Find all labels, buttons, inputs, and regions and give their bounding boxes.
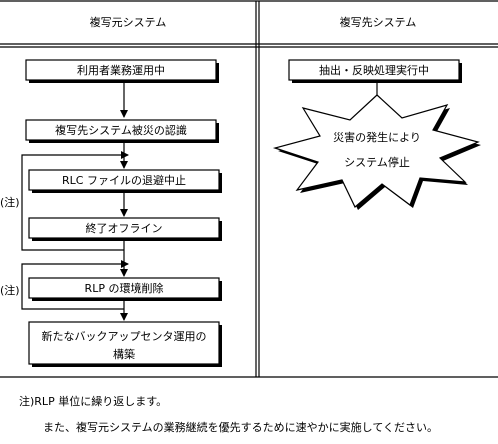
right-column-header: 複写先システム	[340, 15, 417, 29]
step-extract-reflect-label: 抽出・反映処理実行中	[319, 63, 429, 77]
step-recognize-disaster-label: 複写先システム被災の認識	[55, 123, 187, 137]
left-column-header: 複写元システム	[90, 15, 167, 29]
loop-bracket-1	[21, 151, 129, 251]
step-end-offline: 終了オフライン	[28, 217, 222, 241]
footnote-line-1: 注)RLP 単位に繰り返します。	[19, 395, 168, 408]
step-build-backup-center-label-2: 構築	[113, 347, 135, 361]
step-stop-rlc-save: RLC ファイルの退避中止	[28, 169, 222, 193]
step-extract-reflect: 抽出・反映処理実行中	[288, 59, 462, 83]
step-end-offline-label: 終了オフライン	[86, 221, 163, 235]
step-business-operation-label: 利用者業務運用中	[77, 63, 165, 77]
loop-bracket-2	[21, 260, 129, 310]
step-build-backup-center-label-1: 新たなバックアップセンタ運用の	[42, 329, 207, 343]
step-delete-rlp-env: RLP の環境削除	[28, 277, 222, 301]
disaster-label-2: システム停止	[344, 155, 410, 169]
footnote-line-2: また、複写元システムの業務継続を優先するために速やかに実施してください。	[43, 421, 439, 434]
step-build-backup-center: 新たなバックアップセンタ運用の 構築	[28, 321, 222, 367]
disaster-explosion: 災害の発生により システム停止	[272, 94, 481, 210]
step-delete-rlp-env-label: RLP の環境削除	[85, 281, 164, 295]
column-frame	[0, 0, 498, 378]
step-business-operation: 利用者業務運用中	[25, 59, 219, 83]
loop-note-mark-2: (注)	[0, 283, 20, 297]
step-recognize-disaster: 複写先システム被災の認識	[25, 119, 219, 143]
step-stop-rlc-save-label: RLC ファイルの退避中止	[62, 173, 186, 187]
disaster-label-1: 災害の発生により	[333, 130, 421, 144]
loop-note-mark-1: (注)	[0, 195, 20, 209]
